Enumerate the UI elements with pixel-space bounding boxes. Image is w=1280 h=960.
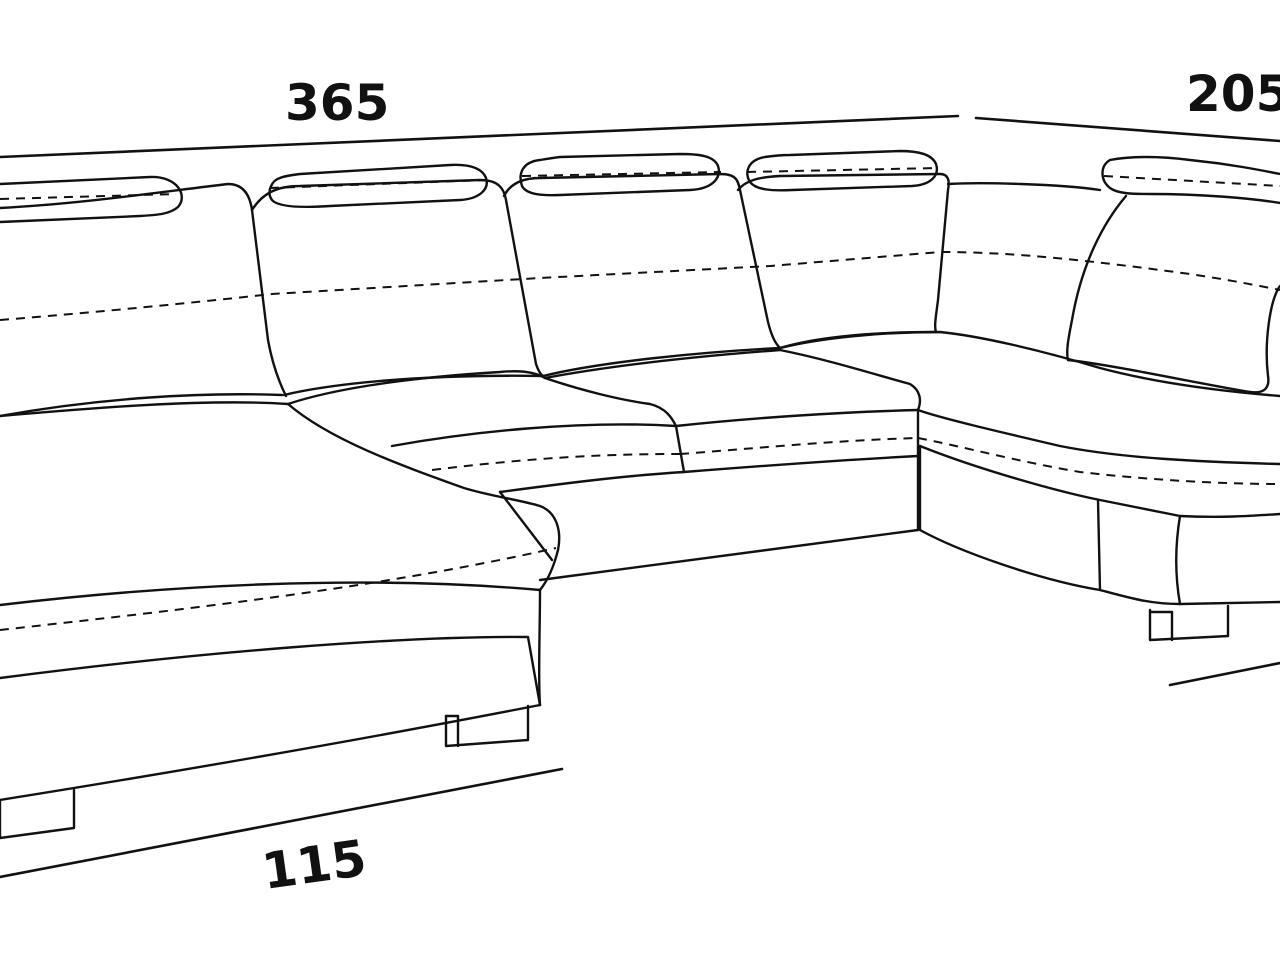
dimension-overall-width: 365 (0, 74, 960, 159)
base-front-line (538, 528, 920, 582)
dimension-label-365: 365 (285, 74, 389, 132)
headrest-3 (519, 152, 722, 197)
seat-middle-2 (543, 348, 922, 532)
headrest-4 (746, 149, 939, 192)
base-middle-lower (498, 490, 554, 562)
backrest-3 (502, 172, 782, 378)
dimension-line-top-right (974, 116, 1280, 143)
dimension-line-top (0, 114, 960, 159)
seat-middle-1 (286, 370, 686, 494)
headrest-5 (1101, 155, 1280, 205)
seat-chaise (0, 401, 561, 802)
dimension-label-205: 205 (1186, 65, 1280, 123)
dimension-right-depth: 205 (974, 65, 1280, 143)
foot-chaise (444, 704, 530, 748)
dimension-chaise-width: 115 (0, 661, 1280, 901)
foot-left (0, 788, 76, 840)
backrest-2 (250, 178, 545, 397)
dimension-label-115: 115 (258, 829, 369, 901)
foot-right (1148, 604, 1230, 642)
dimension-line-bottom (0, 767, 564, 879)
backrest-seam (0, 250, 1280, 321)
seat-right (778, 330, 1280, 606)
backrest-right (946, 182, 1280, 394)
backrest-left (0, 182, 288, 418)
backrest-corner (736, 172, 950, 350)
dimension-line-bottom-right (1168, 661, 1280, 687)
